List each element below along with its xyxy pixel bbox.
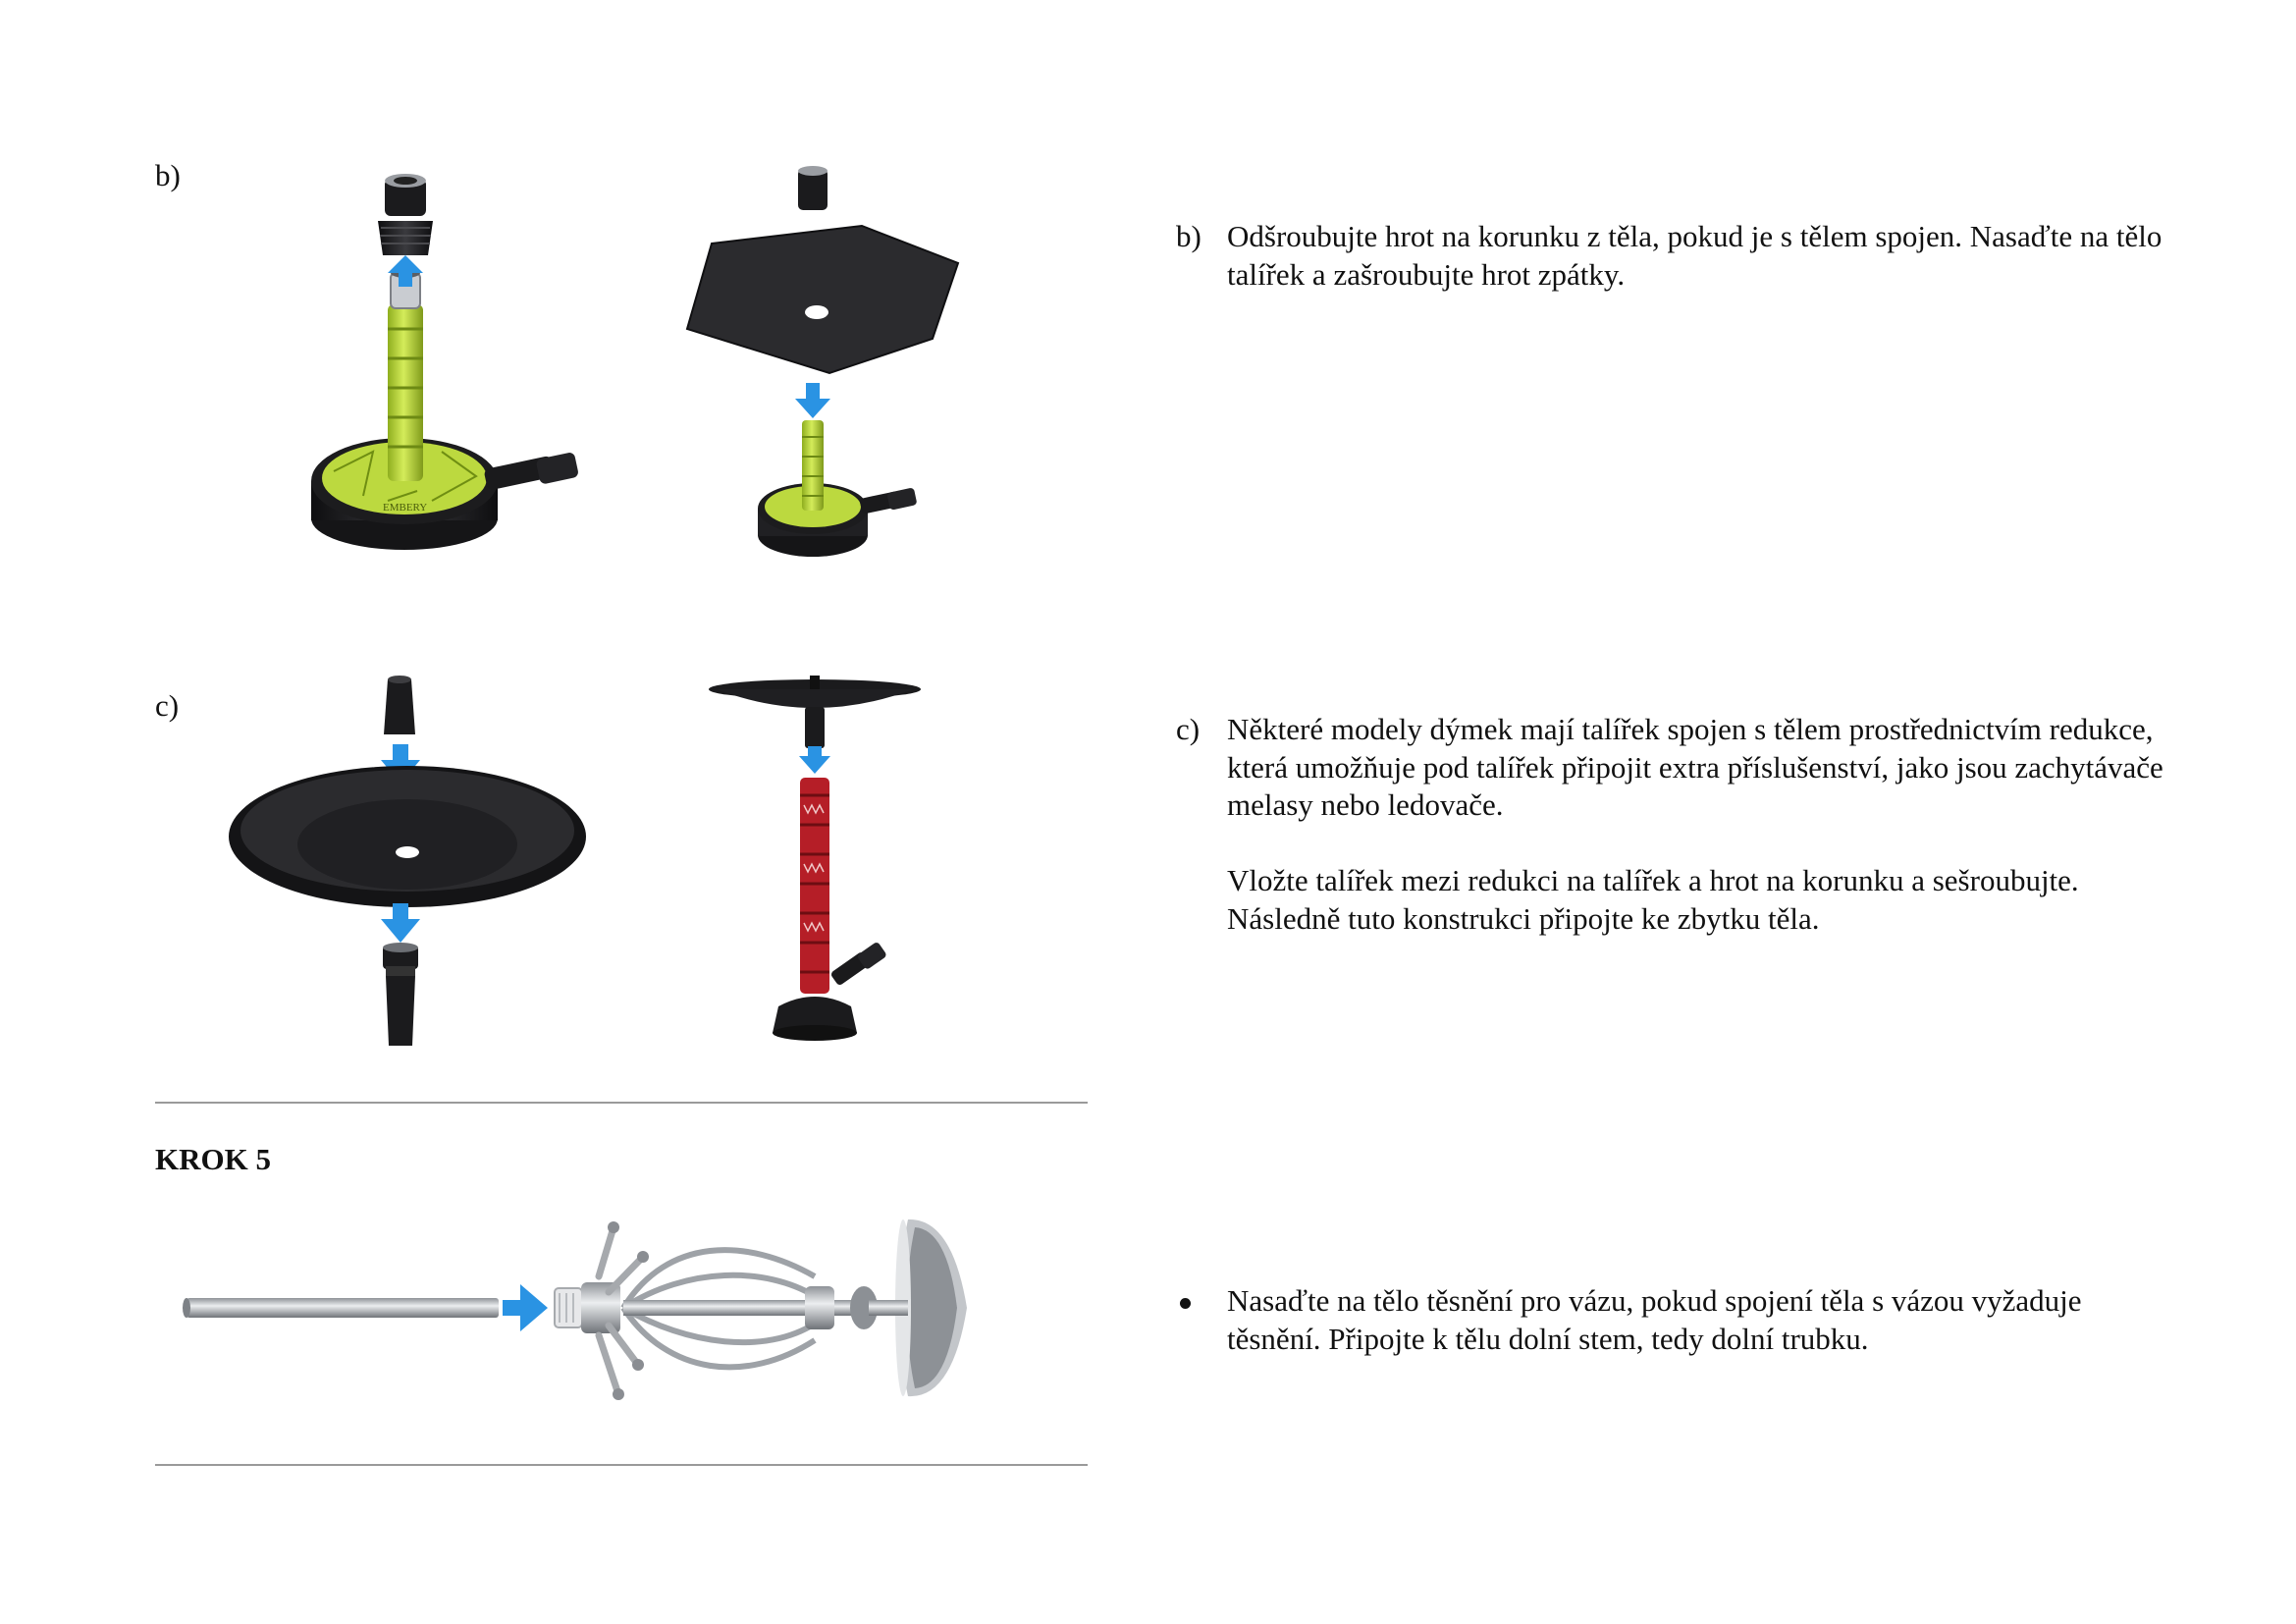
instruction-c-paragraph-2: Vložte talířek mezi redukci na talířek a… [1227,863,2079,936]
figure-b-remove-tip: EMBERY [311,174,578,550]
brand-text: EMBERY [383,502,427,514]
arrow-right [503,1284,548,1331]
lime-stem [388,304,423,481]
small-lime-stem [802,420,824,511]
arrow-down-c2 [381,903,420,943]
arrow-down-c1 [381,744,420,784]
instruction-c-paragraph-1: Některé modely dýmek mají talířek spojen… [1227,712,2163,822]
divider-bottom [155,1464,1088,1466]
arrow-down-2 [795,383,830,418]
figure-c-plate-assembly [229,676,586,1046]
instruction-c-text: Některé modely dýmek mají talířek spojen… [1227,711,2169,938]
figure-step5-downstem [183,1218,967,1400]
instruction-b-text: Odšroubujte hrot na korunku z těla, poku… [1227,218,2169,294]
cage-body [620,1247,817,1371]
downstem [187,1298,499,1318]
instruction-c-marker: c) [1176,712,1201,746]
arrow-up [388,255,423,287]
label-c: c) [155,688,180,723]
tip-small [798,169,828,210]
step-heading: KROK 5 [155,1142,271,1176]
bullet-icon [1180,1298,1191,1309]
black-tip [378,221,433,255]
arrow-down-c3 [799,746,830,774]
instruction-step5-paragraph-1: Nasaďte na tělo těsnění pro vázu, pokud … [1227,1283,2082,1356]
instruction-step5-text: Nasaďte na tělo těsnění pro vázu, pokud … [1227,1282,2169,1358]
figure-b-insert-plate [685,166,960,557]
instruction-b-paragraph-1: Odšroubujte hrot na korunku z těla, poku… [1227,219,2163,292]
figure-c-assembled [709,676,921,1041]
tip-c [384,679,415,734]
instruction-b-marker: b) [1176,219,1201,253]
hex-plate [687,226,958,373]
red-stem [800,778,829,994]
divider-top [155,1102,1088,1104]
label-b: b) [155,158,181,192]
